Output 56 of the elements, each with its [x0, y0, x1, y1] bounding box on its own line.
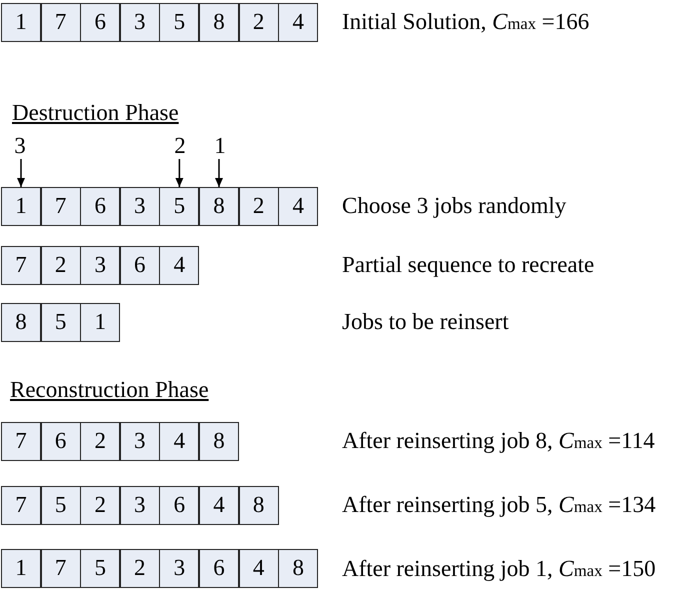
arrow [215, 159, 223, 187]
job-cell: 3 [80, 246, 120, 285]
job-cell: 7 [1, 486, 41, 525]
job-cell: 7 [40, 187, 81, 226]
job-cell: 2 [40, 246, 81, 285]
job-cell: 6 [199, 549, 239, 588]
job-cell: 4 [278, 187, 318, 226]
arrow [17, 159, 25, 187]
job-cell: 3 [120, 3, 160, 42]
job-cell: 5 [80, 549, 120, 588]
job-cell: 1 [80, 303, 120, 342]
job-cell: 4 [159, 422, 200, 461]
job-cell: 4 [199, 486, 239, 525]
job-cell: 7 [40, 3, 81, 42]
position-number: 3 [10, 134, 30, 158]
job-cell: 5 [40, 303, 81, 342]
job-cell: 3 [120, 187, 160, 226]
job-cell: 8 [238, 486, 279, 525]
job-cell: 3 [120, 486, 160, 525]
job-cell: 6 [159, 486, 200, 525]
job-cell: 8 [199, 3, 239, 42]
job-cell: 7 [1, 246, 41, 285]
job-cell: 5 [159, 187, 200, 226]
job-cell: 8 [199, 422, 239, 461]
arrow [175, 159, 184, 187]
position-number: 1 [210, 134, 230, 158]
job-cell: 2 [238, 187, 279, 226]
job-cell: 2 [80, 422, 120, 461]
job-cell: 4 [238, 549, 279, 588]
job-cell: 4 [278, 3, 318, 42]
job-cell: 8 [278, 549, 318, 588]
job-cell: 8 [1, 303, 41, 342]
job-cell: 5 [159, 3, 200, 42]
job-cell: 6 [40, 422, 81, 461]
position-number: 2 [170, 134, 190, 158]
job-cell: 1 [1, 549, 41, 588]
job-cell: 6 [80, 3, 120, 42]
job-cell: 8 [199, 187, 239, 226]
job-cell: 1 [1, 187, 41, 226]
phase-heading: Reconstruction Phase [10, 376, 209, 404]
phase-heading: Destruction Phase [12, 99, 179, 127]
job-cell: 6 [120, 246, 160, 285]
job-cell: 6 [80, 187, 120, 226]
job-cell: 5 [40, 486, 81, 525]
step-description: Choose 3 jobs randomly [342, 192, 566, 220]
job-cell: 3 [120, 422, 160, 461]
job-cell: 2 [80, 486, 120, 525]
job-cell: 2 [238, 3, 279, 42]
job-cell: 2 [120, 549, 160, 588]
job-cell: 4 [159, 246, 200, 285]
job-cell: 1 [1, 3, 41, 42]
step-description: Jobs to be reinsert [342, 308, 509, 336]
job-cell: 7 [40, 549, 81, 588]
job-cell: 3 [159, 549, 200, 588]
step-description: Partial sequence to recreate [342, 251, 594, 279]
job-cell: 7 [1, 422, 41, 461]
